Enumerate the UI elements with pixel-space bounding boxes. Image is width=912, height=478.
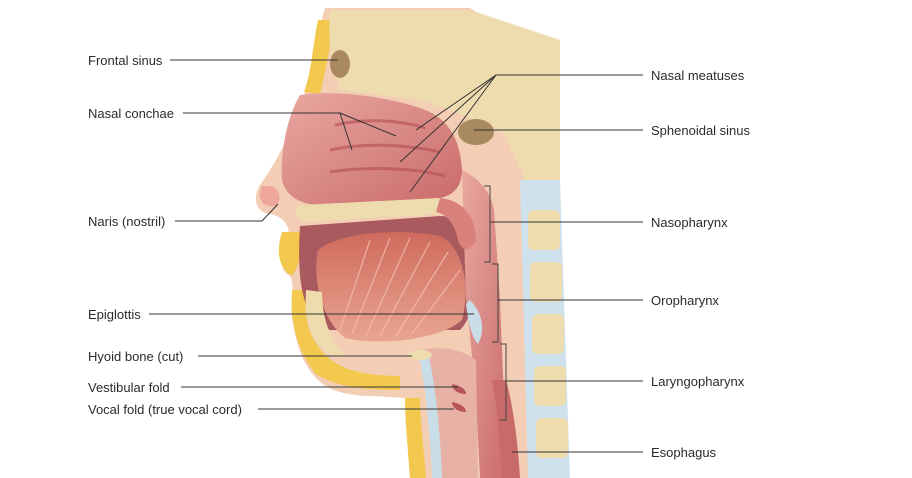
leader-naris xyxy=(175,203,279,222)
label-nasopharynx: Nasopharynx xyxy=(651,215,728,230)
label-sphenoidal-sinus: Sphenoidal sinus xyxy=(651,123,751,138)
hyoid-bone-shape xyxy=(408,350,432,360)
label-frontal-sinus: Frontal sinus xyxy=(88,53,163,68)
fat-forehead xyxy=(304,20,335,94)
pharynx-region-brackets xyxy=(484,185,507,421)
nasal-cavity xyxy=(281,93,462,205)
esophagus-tube xyxy=(492,380,520,478)
epiglottis-shape xyxy=(466,300,483,344)
label-nasal-meatuses: Nasal meatuses xyxy=(651,68,745,83)
label-vestibular-fold: Vestibular fold xyxy=(88,380,170,395)
frontal-sinus-cavity xyxy=(330,50,350,78)
fat-lips xyxy=(278,232,302,276)
leader-nasal-conchae-b xyxy=(339,112,397,137)
label-laryngopharynx: Laryngopharynx xyxy=(651,374,745,389)
leader-lines xyxy=(149,59,643,453)
soft-palate xyxy=(436,198,476,249)
fat-neck xyxy=(405,398,426,478)
larynx xyxy=(420,348,478,478)
label-oropharynx: Oropharynx xyxy=(651,293,719,308)
label-naris: Naris (nostril) xyxy=(88,214,166,229)
skull-bone xyxy=(329,10,560,185)
tongue xyxy=(316,232,466,342)
tongue-muscle-fibers xyxy=(339,237,461,337)
fat-chin xyxy=(291,290,400,390)
label-nasal-conchae: Nasal conchae xyxy=(88,106,174,121)
sphenoidal-sinus-cavity xyxy=(458,119,494,145)
vertebral-column xyxy=(520,180,570,478)
label-esophagus: Esophagus xyxy=(651,445,717,460)
label-epiglottis: Epiglottis xyxy=(88,307,141,322)
conchae-folds xyxy=(329,119,446,178)
nostril xyxy=(259,186,280,207)
larynx-cartilage xyxy=(418,352,442,478)
mandible xyxy=(305,290,346,358)
label-hyoid-bone: Hyoid bone (cut) xyxy=(88,349,184,364)
vocal-fold-shape xyxy=(452,402,466,412)
label-vocal-fold: Vocal fold (true vocal cord) xyxy=(88,402,242,417)
hard-palate xyxy=(296,198,449,222)
